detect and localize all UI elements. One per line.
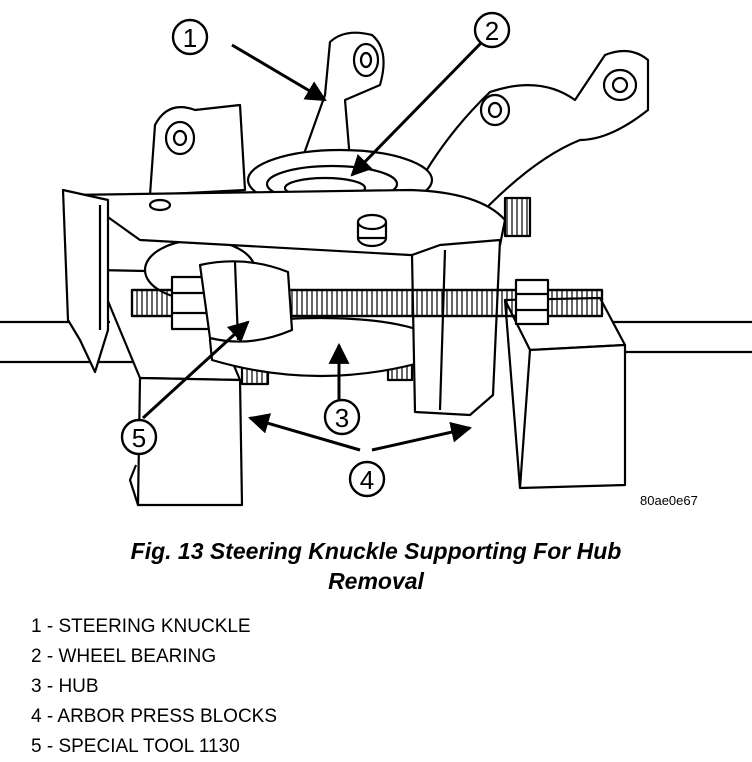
callout-circle-4 [348, 460, 386, 498]
leader-4b [371, 421, 473, 452]
legend-item-steering-knuckle: 1 - STEERING KNUCKLE [31, 616, 251, 637]
callout-circle-3 [323, 398, 361, 436]
leader-4a [247, 413, 361, 452]
steering-knuckle [68, 31, 650, 257]
special-tool [61, 188, 604, 417]
callout-circle-2 [473, 11, 511, 49]
legend-item-wheel-bearing: 2 - WHEEL BEARING [31, 646, 217, 667]
legend-item-arbor-press-blocks: 4 - ARBOR PRESS BLOCKS [31, 706, 278, 727]
figure-caption-line-2: Removal [328, 568, 424, 594]
callout-number-5: 5 [132, 423, 146, 453]
callout-number-2: 2 [485, 16, 499, 46]
figure-caption-line-1: Fig. 13 Steering Knuckle Supporting For … [130, 538, 622, 564]
parts-legend: 1 - STEERING KNUCKLE 2 - WHEEL BEARING 3… [31, 612, 277, 762]
figure-caption: Fig. 13 Steering Knuckle Supporting For … [0, 536, 752, 596]
callout-number-1: 1 [183, 23, 197, 53]
callout-circle-5 [120, 418, 158, 456]
callout-number-4: 4 [360, 465, 374, 495]
steering-knuckle-illustration: 1 2 3 4 5 [0, 11, 752, 507]
right-press-block [503, 296, 627, 490]
legend-item-special-tool: 5 - SPECIAL TOOL 1130 [31, 736, 240, 757]
callout-number-3: 3 [335, 403, 349, 433]
callout-circle-1 [171, 18, 209, 56]
leader-2 [350, 40, 484, 177]
leader-5 [141, 320, 250, 420]
legend-item-hub: 3 - HUB [31, 676, 99, 697]
drawing-code: 80ae0e67 [640, 493, 698, 508]
leader-1 [231, 43, 327, 102]
